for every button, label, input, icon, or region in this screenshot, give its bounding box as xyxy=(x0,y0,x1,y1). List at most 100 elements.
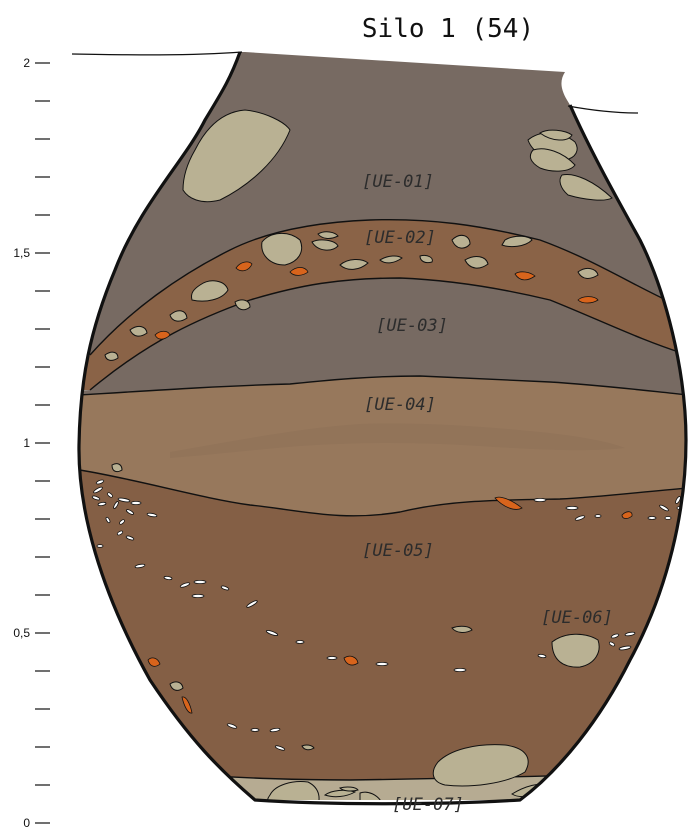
ground-surface-left xyxy=(71,51,243,56)
stone xyxy=(234,299,251,311)
shell-fragment xyxy=(134,563,146,569)
ground-surface-right xyxy=(567,105,639,114)
burnt-clay-fragment xyxy=(343,655,359,666)
vertical-scale: 2 1,5 1 0,5 0 xyxy=(13,56,50,830)
shell-fragment xyxy=(226,723,238,729)
burnt-clay-fragment xyxy=(147,657,161,667)
scale-label: 0 xyxy=(23,816,30,830)
shell-fragment xyxy=(295,640,305,644)
stone xyxy=(379,255,403,264)
shell-fragment xyxy=(594,514,602,518)
shell-fragment xyxy=(126,509,134,515)
stone xyxy=(501,235,533,248)
label-ue-07: [UE-07] xyxy=(392,795,464,815)
shell-fragment xyxy=(274,745,286,751)
boundary-01-02 xyxy=(89,218,686,356)
burnt-clay-fragment xyxy=(154,330,171,340)
shell-fragment xyxy=(610,633,620,639)
shell-fragment xyxy=(326,656,338,660)
shell-fragment xyxy=(574,515,586,521)
shell-fragment xyxy=(113,501,119,509)
shell-fragment xyxy=(220,585,230,591)
stone xyxy=(191,280,229,302)
burnt-clay-fragment xyxy=(181,696,193,714)
stone xyxy=(529,148,576,172)
stone xyxy=(339,259,369,270)
shell-fragment xyxy=(191,594,205,599)
ue-04-dark-band xyxy=(170,423,625,458)
scale-label: 1,5 xyxy=(13,246,30,260)
burnt-clay-inclusions xyxy=(147,261,633,714)
shell-fragment xyxy=(624,631,636,637)
shell-fragment xyxy=(265,630,279,636)
stone xyxy=(169,681,184,691)
scale-label: 2 xyxy=(23,56,30,70)
stone xyxy=(551,633,600,668)
section-title: Silo 1 (54) xyxy=(362,14,534,44)
layer-ue-04 xyxy=(78,376,686,516)
label-ue-05: [UE-05] xyxy=(362,541,434,561)
stone xyxy=(323,789,357,798)
shell-fragment xyxy=(116,530,124,536)
burnt-clay-fragment xyxy=(514,271,536,281)
shell-fragment xyxy=(375,662,389,667)
label-ue-03: [UE-03] xyxy=(376,316,448,336)
stone xyxy=(182,109,291,203)
pit-outline xyxy=(77,51,688,806)
label-ue-06: [UE-06] xyxy=(541,608,613,628)
shell-fragment xyxy=(659,504,669,512)
boundary-03-04 xyxy=(79,375,686,396)
shell-fragment xyxy=(608,641,616,647)
shell-fragment xyxy=(664,516,672,520)
shell-fragment xyxy=(269,727,281,733)
burnt-clay-fragment xyxy=(621,511,633,519)
stone xyxy=(539,129,573,141)
boundary-02-03 xyxy=(89,277,686,391)
stone xyxy=(169,310,188,322)
shell-fragment xyxy=(637,654,643,662)
shell-fragment xyxy=(96,544,104,548)
scale-label: 0,5 xyxy=(13,626,30,640)
layer-ue-03 xyxy=(78,278,686,395)
shell-fragment xyxy=(125,535,135,541)
label-ue-02: [UE-02] xyxy=(364,228,436,248)
burnt-clay-fragment xyxy=(494,496,523,510)
stone xyxy=(129,325,148,337)
burnt-clay-fragment xyxy=(235,261,253,272)
stone xyxy=(311,239,339,251)
stone xyxy=(104,351,119,361)
shell-fragment xyxy=(91,495,101,501)
stone xyxy=(111,463,123,473)
stratigraphy xyxy=(78,52,686,800)
stone xyxy=(317,231,339,239)
stone xyxy=(559,173,613,201)
shell-fragment xyxy=(163,575,173,581)
shell-fragment xyxy=(97,501,107,507)
shell-fragment xyxy=(193,580,207,585)
label-ue-04: [UE-04] xyxy=(364,395,436,415)
stone xyxy=(464,256,489,269)
stone xyxy=(339,786,359,792)
scale-label: 1 xyxy=(23,436,30,450)
shell-fragment xyxy=(93,486,103,494)
stone xyxy=(266,781,320,800)
shell-fragment xyxy=(95,479,105,485)
burnt-clay-fragment xyxy=(577,296,599,304)
shell-fragment xyxy=(246,600,258,608)
shell-fragment xyxy=(565,505,579,510)
shell-fragment xyxy=(647,516,657,520)
shell-fragment xyxy=(117,497,131,503)
boundary-04-05 xyxy=(79,469,686,517)
stone-inclusions xyxy=(104,109,613,800)
shell-fragment xyxy=(675,496,681,504)
stone xyxy=(261,233,303,266)
layer-ue-02 xyxy=(78,219,686,390)
shell-fragment xyxy=(250,728,260,732)
shell-fragment xyxy=(130,500,142,505)
stone xyxy=(419,255,433,264)
shell-fragment xyxy=(533,497,547,502)
burnt-clay-fragment xyxy=(289,267,309,276)
shell-fragment xyxy=(105,516,111,524)
shell-fragment xyxy=(179,582,191,588)
